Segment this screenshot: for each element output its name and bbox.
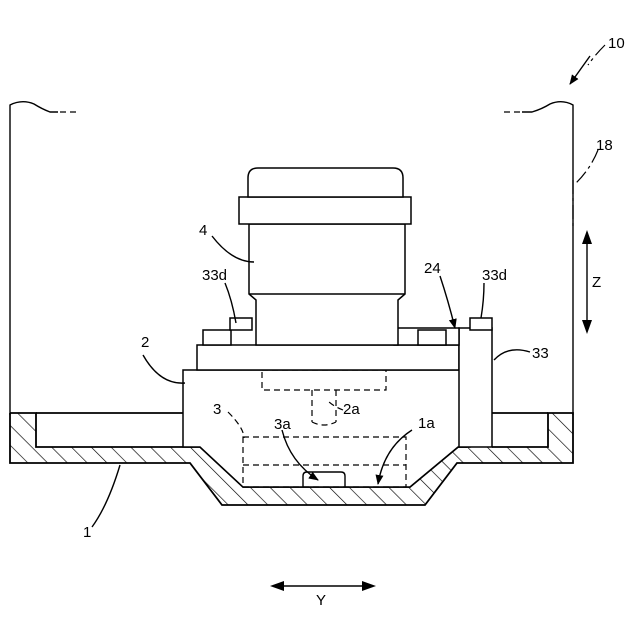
label-inlet: 3a	[274, 416, 291, 433]
label-recess: 1a	[418, 415, 435, 432]
axis-label-y: Y	[316, 592, 326, 609]
y-direction-arrow	[270, 581, 376, 591]
motor	[239, 168, 411, 345]
label-motor: 4	[199, 222, 207, 239]
label-shaft-part: 2a	[343, 401, 360, 418]
label-pump: 3	[213, 401, 221, 418]
label-bolt-left: 33d	[202, 267, 227, 284]
z-direction-arrow	[582, 230, 592, 334]
label-bracket: 33	[532, 345, 549, 362]
label-housing: 2	[141, 334, 149, 351]
label-bracket-face: 24	[424, 260, 441, 277]
label-tray: 1	[83, 524, 91, 541]
axis-label-z: Z	[592, 274, 601, 291]
bolt-left	[203, 318, 252, 345]
label-assembly: 10	[608, 35, 625, 52]
base-plate	[197, 345, 459, 370]
label-bolt-right: 33d	[482, 267, 507, 284]
label-casing: 18	[596, 137, 613, 154]
